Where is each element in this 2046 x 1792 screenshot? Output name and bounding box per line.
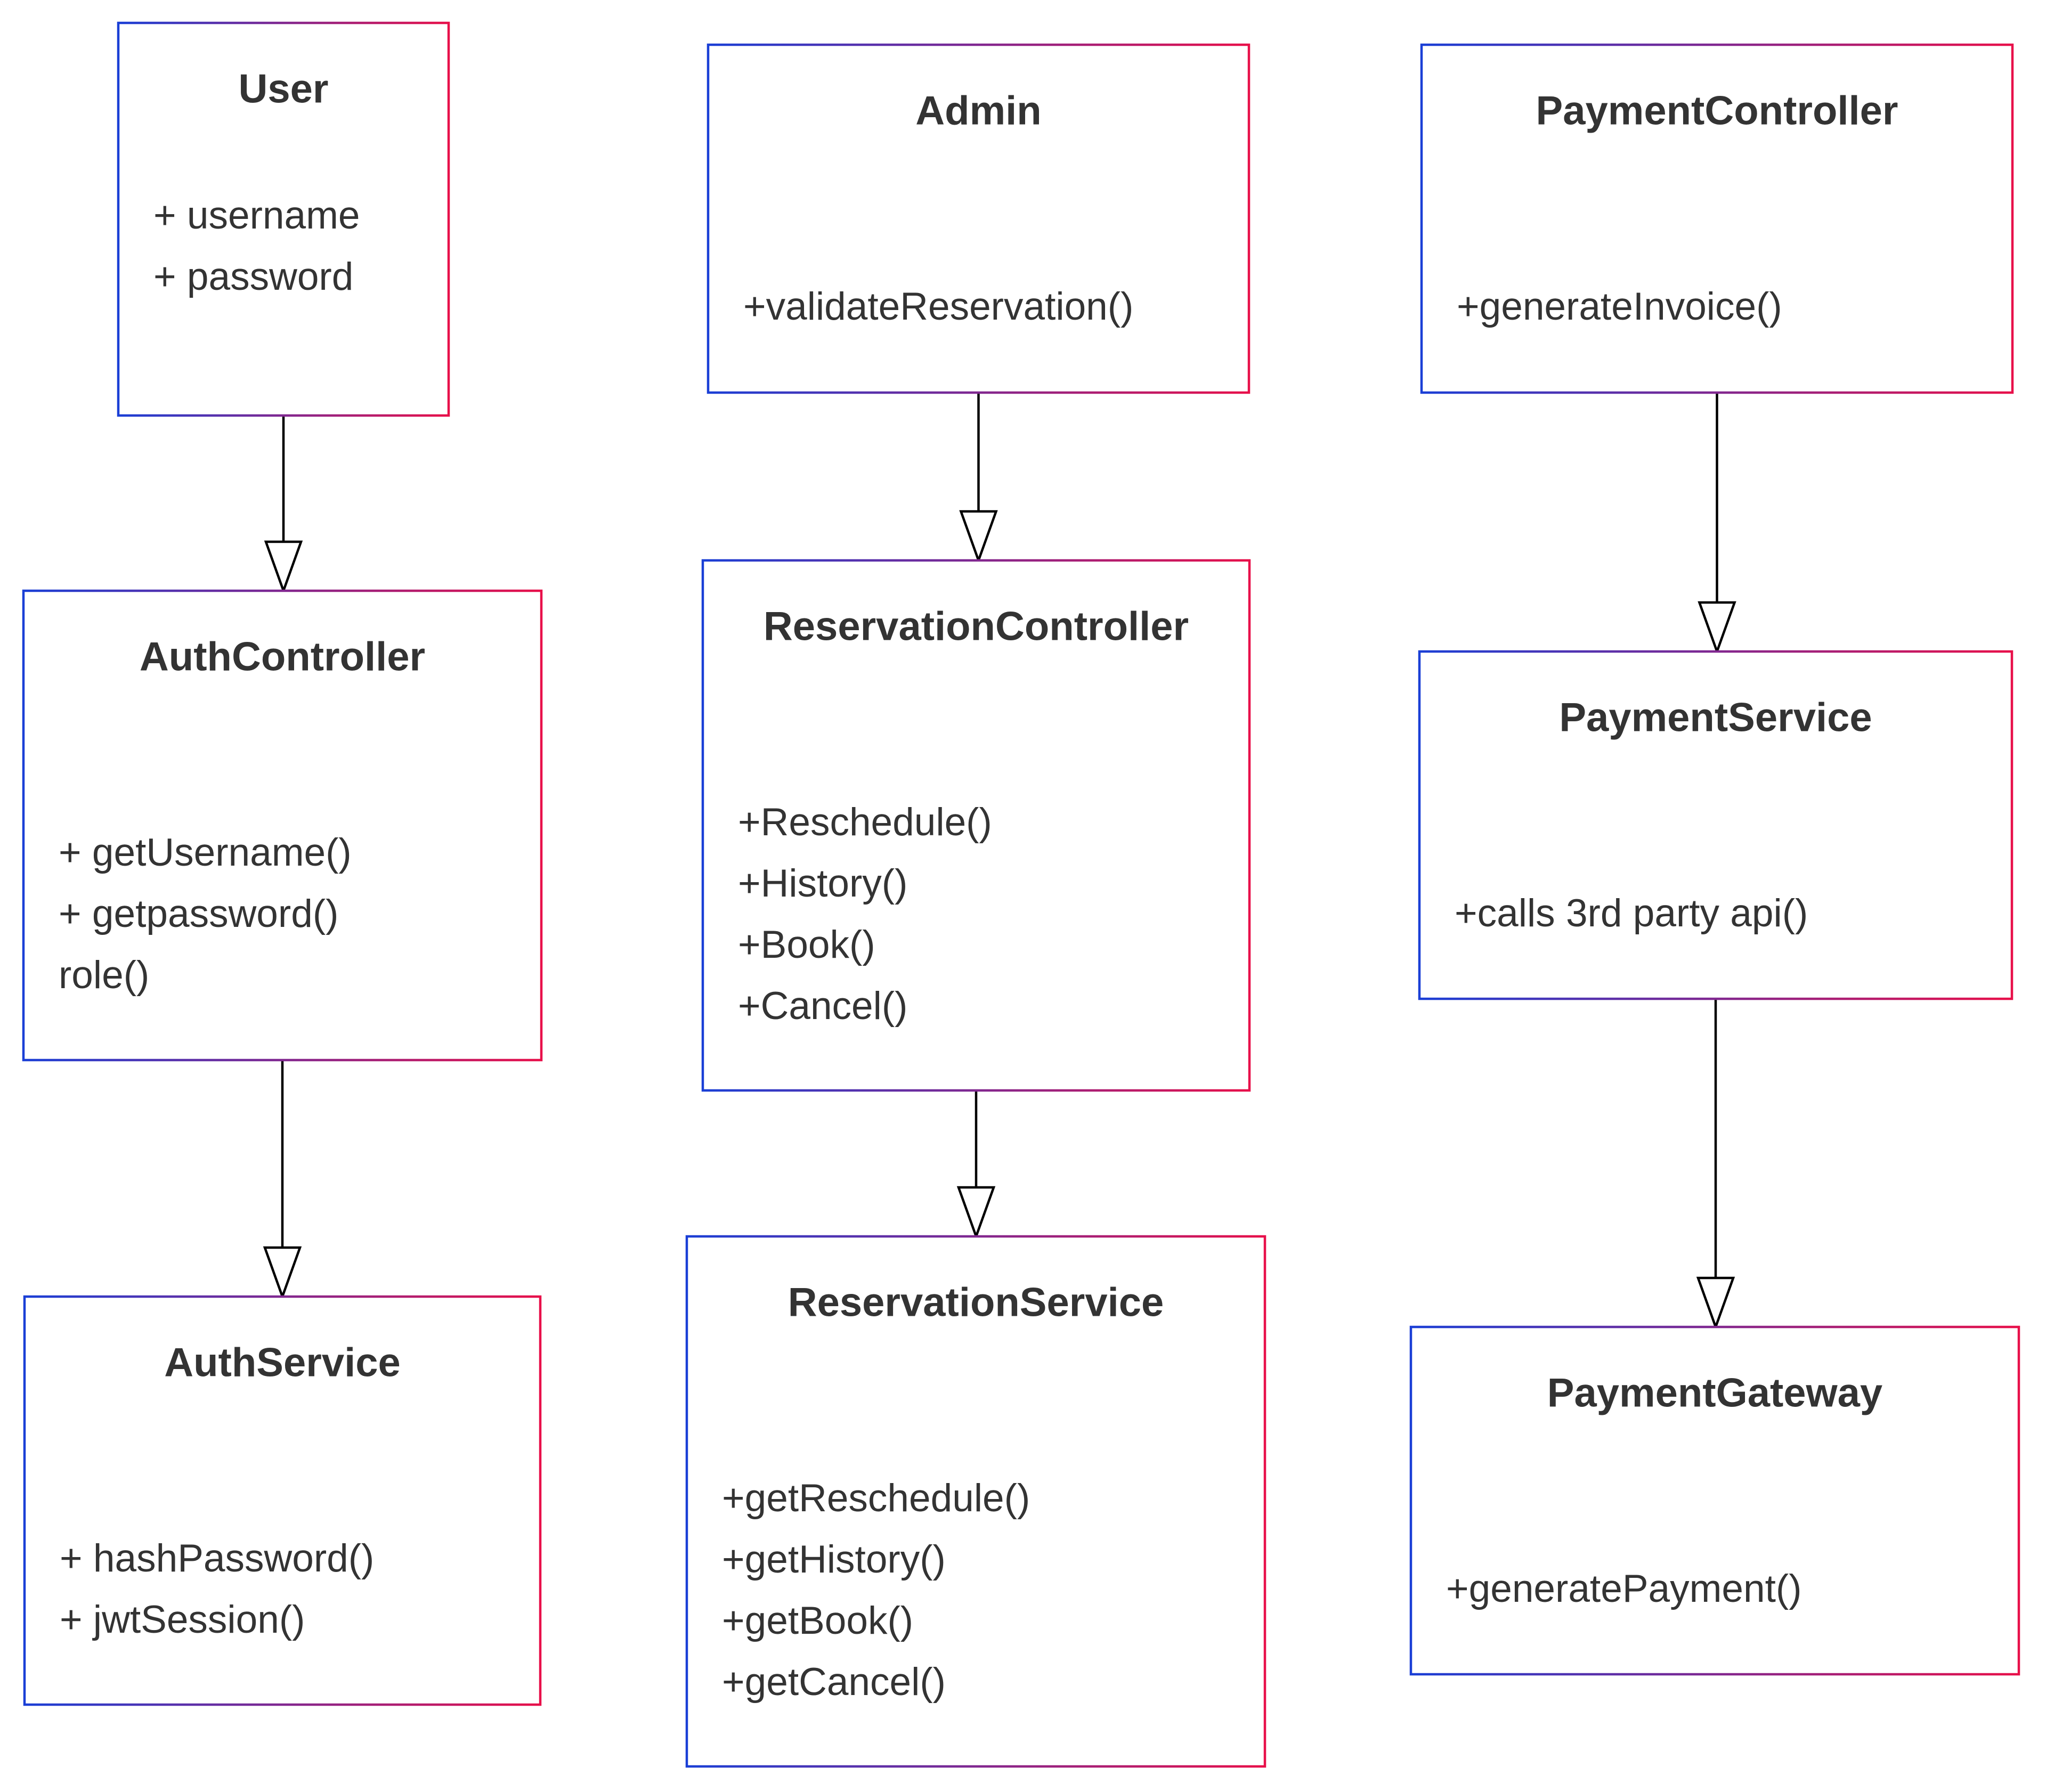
- class-name: User: [239, 67, 329, 112]
- class-box: [117, 21, 450, 417]
- class-box: [1418, 650, 2013, 1000]
- class-method: +getBook(): [722, 1599, 913, 1642]
- class-reservation-controller[interactable]: ReservationController +Reschedule() +Histo…: [701, 559, 1251, 1092]
- classes-layer: User + username + password Admin +validateRe…: [22, 21, 2020, 1768]
- relation-auth-controller-to-auth-service: [263, 1060, 302, 1300]
- class-payment-service[interactable]: PaymentService +calls 3rd party api(): [1418, 650, 2013, 1000]
- class-box: [1409, 1325, 2020, 1676]
- class-payment-controller[interactable]: PaymentController +generateInvoice(): [1420, 43, 2014, 394]
- class-auth-service[interactable]: AuthService + hashPassword() + jwtSession(…: [23, 1295, 542, 1706]
- class-name: PaymentController: [1536, 88, 1898, 134]
- class-name: PaymentGateway: [1547, 1371, 1882, 1416]
- class-method: +History(): [738, 862, 907, 905]
- relation-user-to-auth-controller: [264, 416, 303, 594]
- class-payment-gateway[interactable]: PaymentGateway +generatePayment(): [1409, 1325, 2020, 1676]
- class-box: [22, 589, 543, 1062]
- inheritance-arrowhead: [956, 1186, 996, 1240]
- class-method: +validateReservation(): [743, 285, 1133, 328]
- class-name: ReservationService: [788, 1280, 1164, 1325]
- class-name: AuthController: [140, 634, 425, 680]
- class-box: [1420, 43, 2014, 394]
- class-method: + hashPassword(): [60, 1537, 374, 1580]
- class-method: role(): [59, 954, 149, 997]
- class-box: [685, 1235, 1266, 1768]
- class-method: +Reschedule(): [738, 801, 992, 844]
- inheritance-arrowhead: [263, 1246, 302, 1300]
- relation-payment-controller-to-payment-service: [1698, 393, 1736, 655]
- class-method: + jwtSession(): [60, 1598, 305, 1641]
- inheritance-arrowhead: [959, 510, 998, 564]
- class-method: +getCancel(): [722, 1660, 946, 1704]
- class-method: +generatePayment(): [1446, 1567, 1802, 1610]
- class-name: PaymentService: [1559, 695, 1872, 740]
- class-box: [23, 1295, 542, 1706]
- class-method: +getReschedule(): [722, 1477, 1030, 1520]
- class-user[interactable]: User + username + password: [117, 21, 450, 417]
- class-attribute: + password: [153, 255, 353, 298]
- class-reservation-service[interactable]: ReservationService +getReschedule() +getHi…: [685, 1235, 1266, 1768]
- inheritance-arrowhead: [1696, 1276, 1735, 1331]
- class-box: [701, 559, 1251, 1092]
- relation-admin-to-reservation-controller: [959, 393, 998, 564]
- relations-layer: [263, 393, 1736, 1331]
- inheritance-arrowhead: [264, 540, 303, 594]
- class-attribute: + username: [153, 194, 360, 237]
- class-name: Admin: [915, 88, 1041, 134]
- class-method: +Book(): [738, 923, 875, 966]
- class-method: +getHistory(): [722, 1538, 946, 1581]
- class-method: +calls 3rd party api(): [1455, 892, 1808, 935]
- relation-payment-service-to-payment-gateway: [1696, 999, 1735, 1331]
- class-name: ReservationController: [764, 604, 1189, 649]
- class-method: + getUsername(): [59, 831, 352, 874]
- class-name: AuthService: [164, 1340, 401, 1386]
- relation-reservation-controller-to-reservation-service: [956, 1090, 996, 1240]
- class-admin[interactable]: Admin +validateReservation(): [707, 43, 1251, 394]
- class-method: + getpassword(): [59, 892, 338, 935]
- class-auth-controller[interactable]: AuthController + getUsername() + getpasswo…: [22, 589, 543, 1062]
- class-box: [707, 43, 1251, 394]
- inheritance-arrowhead: [1698, 601, 1736, 655]
- class-method: +generateInvoice(): [1457, 285, 1782, 328]
- class-method: +Cancel(): [738, 984, 907, 1028]
